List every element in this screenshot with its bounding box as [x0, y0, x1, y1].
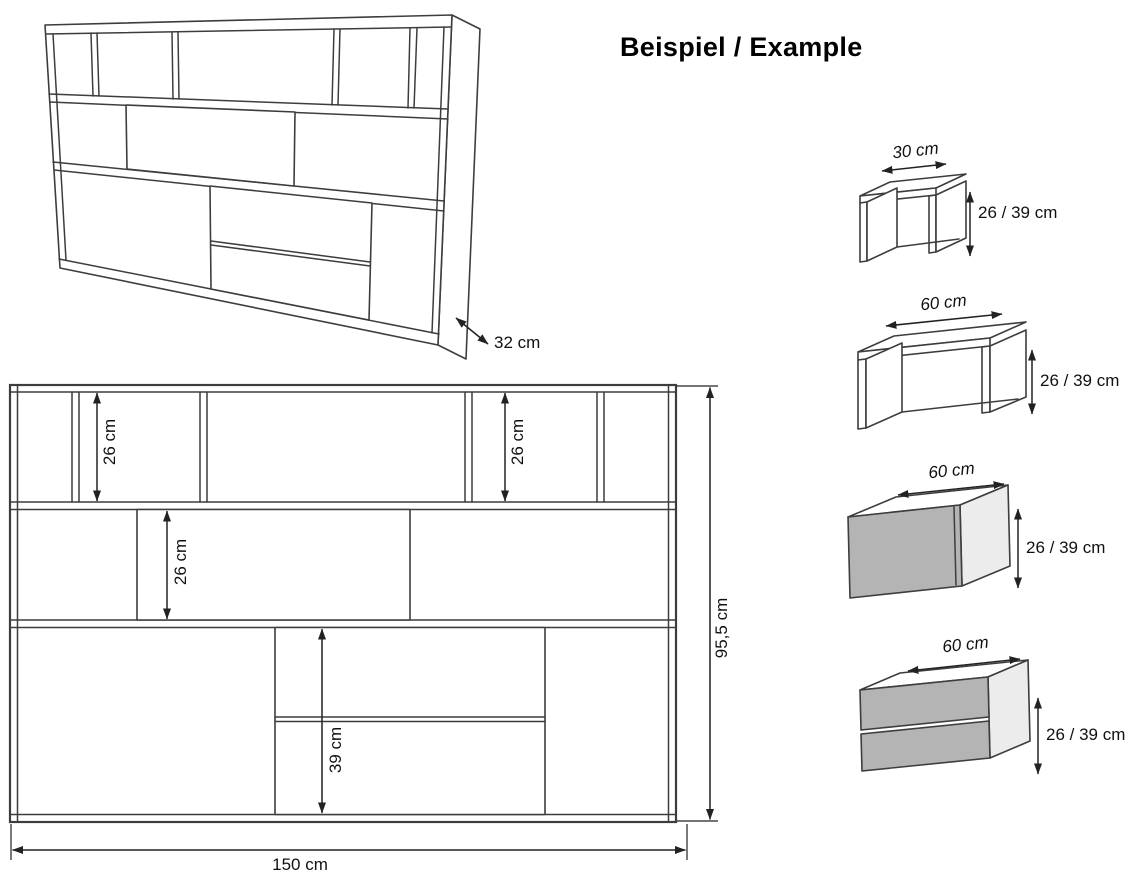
dimension-total-width: 150 cm	[10, 824, 688, 874]
divider-line	[177, 31, 180, 100]
module-width-label: 30 cm	[891, 139, 939, 163]
dim-label: 95,5 cm	[712, 598, 731, 658]
module-width-arrow	[897, 481, 1005, 498]
dim-label: 150 cm	[272, 855, 328, 874]
example-modules: 30 cm 26 / 39 cm 60 cm 26 / 39 cm 60 cm	[847, 139, 1125, 775]
module-right-panel-edge	[928, 194, 937, 254]
bottom-drawer-block	[209, 185, 373, 321]
module-open-60: 60 cm 26 / 39 cm	[857, 291, 1119, 430]
module-height-label: 26 / 39 cm	[1040, 371, 1119, 390]
module-drawer-front-bottom	[860, 720, 991, 772]
module-drawer-60: 60 cm 26 / 39 cm	[859, 633, 1125, 775]
module-height-label: 26 / 39 cm	[1026, 538, 1105, 557]
dimension-26-middle: 26 cm	[163, 510, 190, 620]
module-back-bottom-edge	[901, 398, 1019, 413]
module-height-label: 26 / 39 cm	[1046, 725, 1125, 744]
module-back-bottom-edge	[896, 238, 960, 248]
module-width-label: 60 cm	[919, 291, 967, 315]
module-flap-60: 60 cm 26 / 39 cm	[847, 459, 1105, 599]
front-elevation-view: 26 cm 26 cm 26 cm 39 cm 95,5 cm 150 cm	[8, 383, 731, 874]
module-open-30: 30 cm 26 / 39 cm	[859, 139, 1057, 263]
flap-edge-line	[953, 506, 957, 586]
middle-flap-front	[125, 104, 296, 187]
right-side-inner-edge	[431, 26, 445, 334]
depth-dimension-arrow	[455, 317, 489, 345]
module-left-panel-edge	[859, 201, 868, 263]
module-left-panel-inner	[865, 342, 903, 429]
module-flap-front	[847, 504, 963, 599]
shelf1-top-edge	[48, 93, 449, 110]
divider-line	[331, 28, 335, 106]
divider-line	[407, 27, 411, 109]
dim-label: 26 cm	[508, 419, 527, 465]
divider-line	[337, 28, 341, 106]
top-panel-edge	[45, 26, 452, 35]
isometric-cabinet-view: 32 cm	[44, 14, 540, 360]
module-width-label: 60 cm	[927, 459, 975, 483]
dimension-39-bottom: 39 cm	[318, 628, 345, 814]
module-drawer-front-top	[859, 676, 990, 731]
dimension-26-top-right: 26 cm	[501, 392, 527, 502]
bottom-drawer-block	[274, 626, 546, 816]
middle-flap-front	[136, 508, 411, 621]
divider-line	[413, 27, 418, 109]
divider-line	[96, 32, 100, 97]
module-width-arrow	[907, 656, 1021, 674]
dimension-total-height: 95,5 cm	[677, 385, 731, 822]
dim-label: 26 cm	[100, 419, 119, 465]
module-left-panel-edge	[857, 358, 867, 430]
drawer-gap-line	[210, 240, 371, 263]
module-width-label: 60 cm	[941, 633, 989, 657]
depth-dimension: 32 cm	[455, 317, 540, 352]
dim-label: 26 cm	[171, 539, 190, 585]
module-right-panel-outer	[989, 329, 1027, 413]
cabinet-body	[44, 14, 481, 360]
module-width-arrow	[881, 161, 947, 174]
dim-label: 39 cm	[326, 727, 345, 773]
top-row-dividers	[71, 391, 605, 503]
page-title: Beispiel / Example	[620, 32, 863, 62]
depth-dimension-label: 32 cm	[494, 333, 540, 352]
module-width-arrow	[885, 311, 1003, 329]
divider-line	[171, 31, 174, 100]
drawer-fronts	[209, 185, 373, 321]
dimension-26-top-left: 26 cm	[93, 392, 119, 502]
top-row-dividers	[90, 27, 418, 109]
left-side-inner-edge	[52, 33, 67, 261]
module-right-side-face	[987, 659, 1031, 759]
module-height-label: 26 / 39 cm	[978, 203, 1057, 222]
drawer-gap-line	[210, 244, 371, 267]
divider-line	[90, 32, 94, 97]
